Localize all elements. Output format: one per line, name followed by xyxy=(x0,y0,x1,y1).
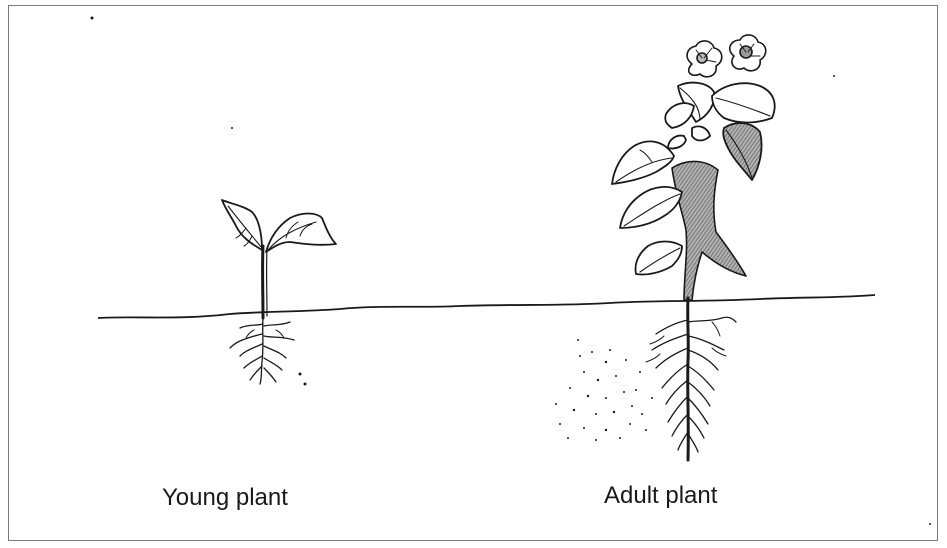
adult-plant-label: Adult plant xyxy=(604,482,717,510)
leaf-mid-right xyxy=(723,123,761,180)
young-left-leaf xyxy=(222,200,262,250)
adult-stem-shade xyxy=(672,161,746,300)
leaf-bottom-left xyxy=(636,242,683,275)
leaf-upper-small xyxy=(665,103,694,128)
leaf-top-right xyxy=(712,83,775,122)
soil-speckles xyxy=(555,339,653,441)
leaf-big-left xyxy=(612,141,674,184)
leaf-lower-left xyxy=(620,187,682,228)
adult-plant xyxy=(555,35,775,460)
young-plant xyxy=(222,200,336,385)
young-plant-label: Young plant xyxy=(162,484,288,512)
ground-line xyxy=(98,295,875,318)
young-roots xyxy=(230,318,294,384)
adult-flowers xyxy=(687,35,766,77)
adult-roots xyxy=(646,317,736,452)
